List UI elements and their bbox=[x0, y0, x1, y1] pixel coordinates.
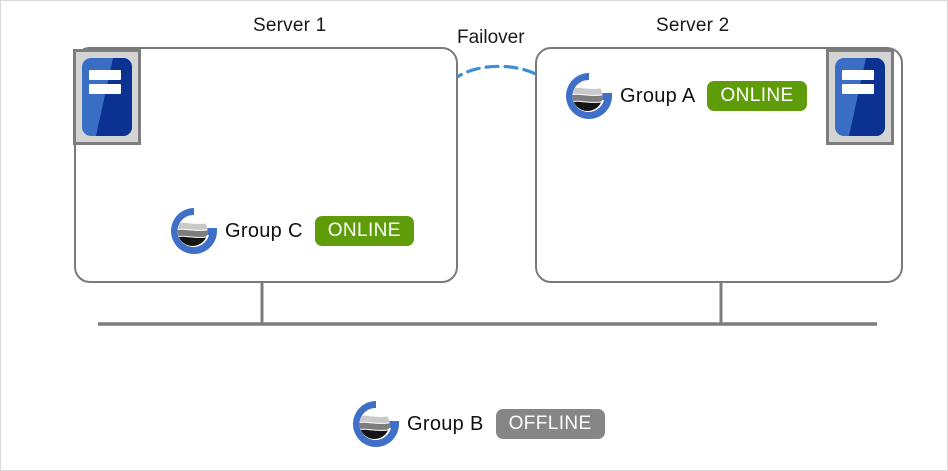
machine-body bbox=[835, 58, 885, 136]
server2-machine-icon bbox=[826, 49, 894, 145]
machine-slot-bar bbox=[841, 83, 874, 94]
server1-machine-icon bbox=[73, 49, 141, 145]
status-badge: ONLINE bbox=[707, 81, 807, 111]
group-label: Group A bbox=[620, 84, 696, 107]
machine-slot-bar bbox=[88, 83, 121, 94]
status-badge: OFFLINE bbox=[495, 409, 605, 439]
machine-body bbox=[82, 58, 132, 136]
group-label: Group B bbox=[407, 412, 484, 435]
group-globe-icon bbox=[566, 73, 612, 119]
status-badge: ONLINE bbox=[314, 216, 414, 246]
group-label: Group C bbox=[225, 219, 303, 242]
machine-slot-bar bbox=[88, 69, 121, 80]
group-globe-icon bbox=[171, 208, 217, 254]
server1-title: Server 1 bbox=[253, 15, 327, 36]
server2-group-row[interactable]: Group A ONLINE bbox=[564, 71, 807, 121]
group-globe-icon bbox=[353, 401, 399, 447]
server2-title: Server 2 bbox=[656, 15, 730, 36]
server1-group-row[interactable]: Group C ONLINE bbox=[169, 206, 414, 256]
failover-label: Failover bbox=[457, 27, 525, 48]
machine-slot-bar bbox=[841, 69, 874, 80]
detached-group-row[interactable]: Group B OFFLINE bbox=[351, 399, 605, 449]
